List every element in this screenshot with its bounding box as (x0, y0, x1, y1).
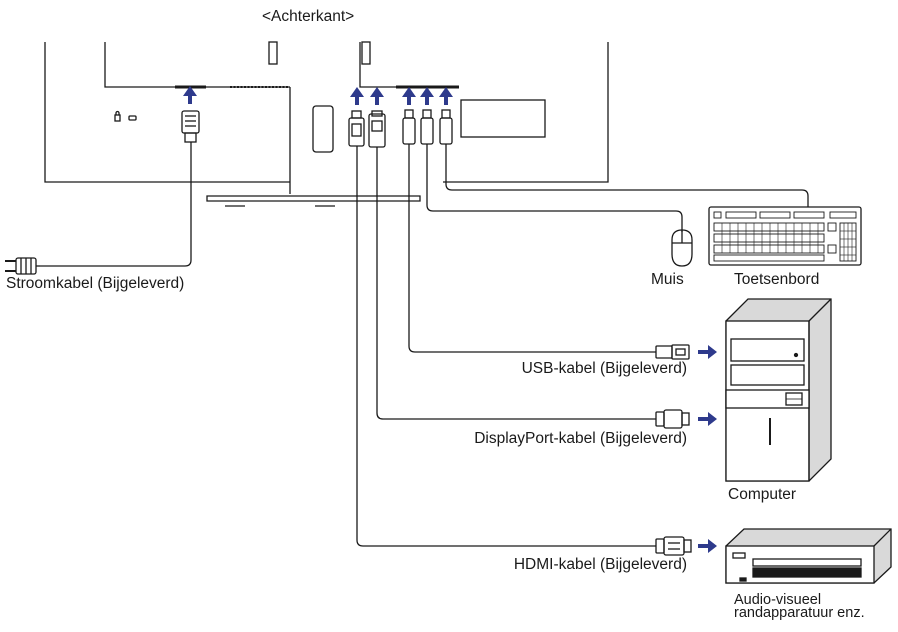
mains-plug-icon (5, 257, 40, 275)
hdmi-cable (356, 146, 656, 547)
usb-plug-icon (439, 117, 453, 145)
arrow-up-icon (350, 87, 364, 105)
power-plug-icon (181, 110, 200, 134)
usb-plug-icon (420, 117, 434, 145)
mouse-label: Muis (651, 271, 684, 288)
computer-tower-icon (725, 298, 832, 482)
arrow-right-icon (698, 539, 717, 553)
displayport-cable-label: DisplayPort-kabel (Bijgeleverd) (474, 430, 687, 447)
usb-plug-icon (402, 117, 416, 145)
power-cable-label: Stroomkabel (Bijgeleverd) (6, 275, 185, 292)
power-cable (40, 142, 192, 267)
cable-end-plugs (655, 344, 692, 556)
cables (40, 142, 809, 547)
mouse-cable (426, 144, 683, 232)
stand-bracket (460, 99, 546, 138)
arrow-up-icon (370, 87, 384, 105)
hdmi-cable-label: HDMI-kabel (Bijgeleverd) (513, 556, 687, 573)
av-device-label-line2: randapparatuur enz. (734, 605, 865, 621)
direction-arrows (698, 345, 717, 553)
usb-cable (408, 144, 656, 353)
usb-plug-icon (655, 345, 673, 359)
hdmi-plug-icon (348, 117, 365, 147)
keyboard-cable (445, 144, 809, 207)
keyboard-icon (708, 206, 862, 266)
displayport-plug-icon (655, 411, 665, 427)
monitor-back (44, 41, 609, 207)
hdmi-plug-icon (655, 538, 665, 554)
displayport-cable (376, 147, 656, 420)
diagram-title: <Achterkant> (262, 8, 355, 25)
usb-cable-label: USB-kabel (Bijgeleverd) (521, 360, 687, 377)
stand-hinge (312, 105, 334, 153)
arrow-right-icon (698, 345, 717, 359)
mouse-icon (671, 229, 693, 267)
arrow-up-icon (402, 87, 416, 105)
av-device-label-line1: Audio-visueel (734, 592, 822, 608)
av-device-icon (725, 528, 892, 584)
keyboard-label: Toetsenbord (734, 271, 820, 288)
arrow-up-icon (439, 87, 453, 105)
port-arrows (183, 86, 453, 105)
connectors (181, 109, 453, 148)
arrow-up-icon (420, 87, 434, 105)
computer-label: Computer (728, 486, 797, 503)
arrow-right-icon (698, 412, 717, 426)
arrow-up-icon (183, 86, 197, 104)
kensington-lock-icon (114, 114, 121, 122)
